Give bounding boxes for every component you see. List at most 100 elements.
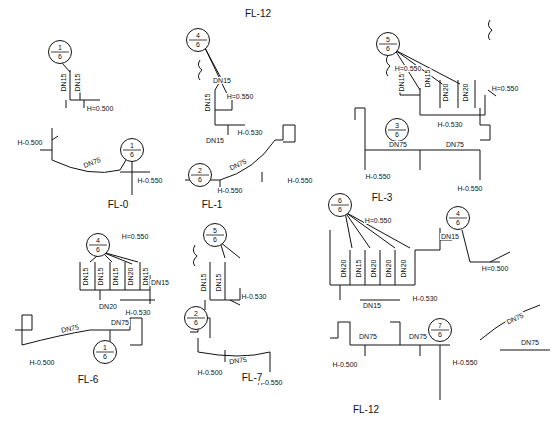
pipe [66,70,100,108]
callout-circle: 66 [328,193,352,217]
callout-number: 6 [186,40,210,49]
leader-line [62,63,70,72]
callout-number: 1 [93,343,117,352]
callout-number: 6 [446,218,470,227]
pipe-label: DN15 [61,72,68,92]
pipe-label: DN75 [358,333,378,340]
callout-circle: 76 [428,318,452,342]
pipe-label: H=0.550 [226,93,255,100]
pipe-label: H-0.500 [197,369,224,376]
pipe [462,230,510,262]
callout-number: 6 [86,245,110,254]
pipe-label: FL-12 [244,9,272,19]
pipe-label: DN15 [150,279,170,286]
pipe-label: H-0.500 [17,139,44,146]
pipe [80,262,155,304]
pipe-label: H=0.500 [481,265,510,272]
pipe-label: H-0.550 [217,187,244,194]
callout-number: 5 [203,226,227,235]
circle-outline [186,28,210,52]
pipe-label: DN15 [216,272,223,292]
pipe-label: DN75 [388,141,408,148]
circle-outline [120,138,144,162]
pipe-label: DN20 [463,82,470,102]
pipe-label: DN15 [201,272,208,292]
callout-number: 1 [120,141,144,150]
pipe-label: DN15 [98,266,105,286]
pipe-label: H-0.530 [125,309,152,316]
circle-outline [188,163,212,187]
callout-number: 7 [428,321,452,330]
callout-circle: 46 [446,206,470,230]
pipe-label: DN15 [205,92,212,112]
pipe-label: DN75 [408,333,428,340]
pipe-label: FL-3 [371,193,394,203]
pipe-label: H-0.530 [241,293,268,300]
callout-number: 1 [48,43,72,52]
pipe-label: DN75 [81,155,102,168]
pipe-label: H-0.530 [237,129,264,136]
callout-number: 4 [86,236,110,245]
pipe [488,20,492,40]
pipe-label: DN20 [443,82,450,102]
callout-circle: 16 [120,138,144,162]
pipe-label: DN20 [341,258,348,278]
pipe-label: DN75 [228,355,249,365]
pipe-label: DN15 [356,258,363,278]
callout-circle: 16 [48,40,72,64]
circle-outline [48,40,72,64]
callout-number: 2 [184,309,208,318]
callout-number: 6 [328,196,352,205]
pipe-label: H-0.550 [137,177,164,184]
callout-number: 5 [376,35,400,44]
pipe-label: H-0.530 [437,121,464,128]
callout-circle: 36 [385,118,409,142]
callout-number: 6 [428,330,452,339]
pipe-label: DN15 [362,302,382,309]
pipe [355,108,490,180]
pipe [480,305,550,350]
callout-circle: 16 [93,340,117,364]
circle-outline [93,340,117,364]
pipe-label: FL-1 [201,200,224,210]
pipe-label: H=0.550 [491,85,520,92]
circle-outline [428,318,452,342]
circle-outline [385,118,409,142]
pipe [330,228,452,300]
callout-number: 6 [184,318,208,327]
leader-line [345,212,410,248]
pipe-label: H-0.500 [29,359,56,366]
pipe [185,125,295,192]
leader-line [205,48,228,96]
callout-number: 6 [328,205,352,214]
callout-number: 2 [188,166,212,175]
pipe-label: H=0.500 [86,105,115,112]
callout-circle: 46 [186,28,210,52]
callout-number: 6 [385,130,409,139]
pipe-label: DN15 [425,68,432,88]
pipe-label: FL-7 [241,373,264,383]
pipe-label: FL-6 [77,375,100,385]
pipe-label: FL-0 [107,200,130,210]
pipe [386,55,496,115]
pipe-label: H=0.550 [394,65,423,72]
pipe-label: DN75 [505,311,526,326]
pipe-label: DN20 [371,258,378,278]
callout-circle: 56 [376,32,400,56]
pipe-label: DN15 [75,72,82,92]
pipe-label: FL-12 [352,405,380,415]
callout-number: 6 [93,352,117,361]
circle-outline [446,206,470,230]
pipe-label: DN20 [98,303,118,310]
pipe-label: DN15 [399,72,406,92]
pipe-label: DN15 [440,233,460,240]
pipe-label: H-0.550 [365,173,392,180]
pipe-label: DN15 [143,266,150,286]
callout-number: 3 [385,121,409,130]
callout-circle: 46 [86,233,110,257]
pipe [193,245,240,310]
pipe-label: H-0.550 [452,359,479,366]
circle-outline [328,193,352,217]
pipe-label: DN15 [83,266,90,286]
pipe-label: H-0.550 [457,185,484,192]
